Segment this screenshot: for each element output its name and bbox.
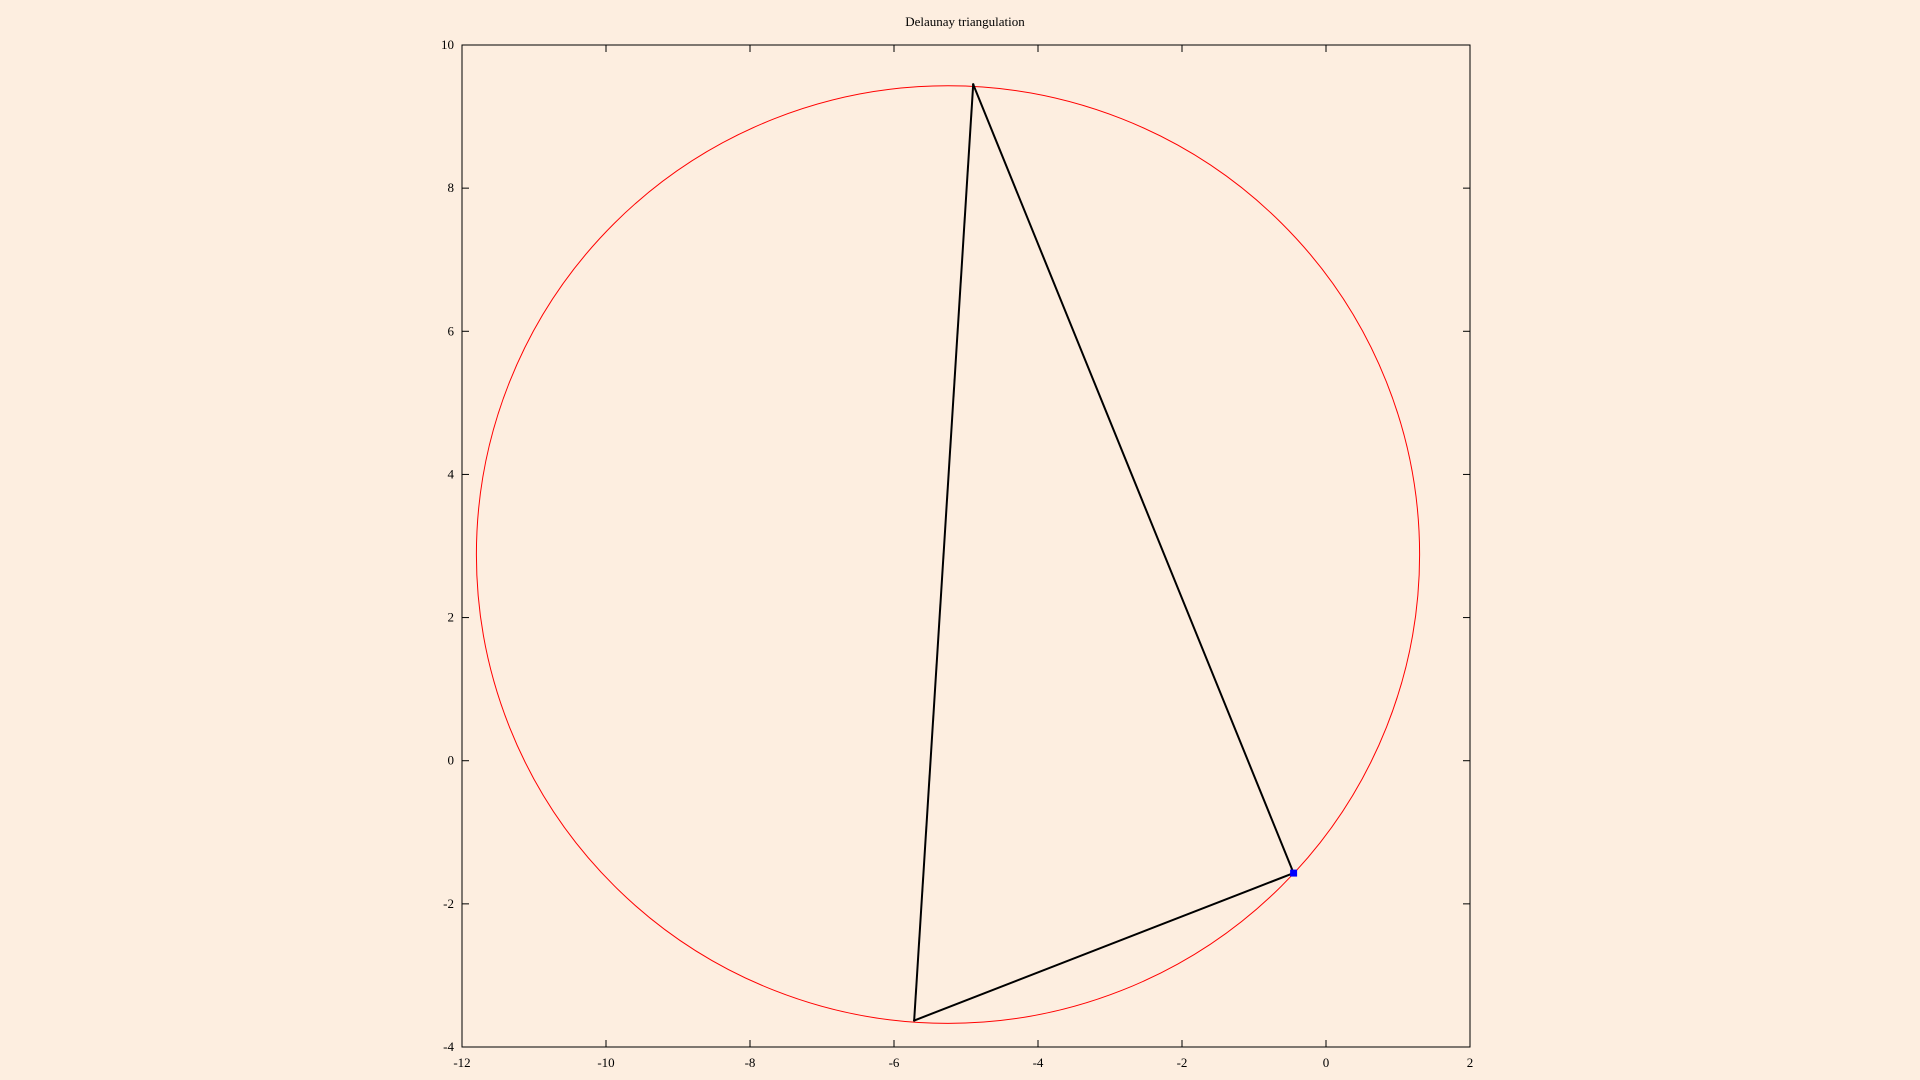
triangle-vertex-3 [912,1019,916,1022]
y-tick-label: 8 [448,180,455,195]
triangle-edge-2 [913,872,1294,1022]
highlight-point [1290,869,1298,877]
y-tick-label: 10 [441,37,454,52]
x-tick-label: -6 [889,1055,900,1070]
y-tick-label: 6 [448,323,455,338]
triangle-vertex-1 [972,83,975,86]
y-tick-label: -2 [443,896,454,911]
x-tick-label: -10 [597,1055,614,1070]
x-tick-label: 2 [1467,1055,1474,1070]
triangle-edge-1 [972,83,1295,874]
triangle-edge-3 [913,84,975,1021]
y-tick-label: 0 [448,753,455,768]
chart-title: Delaunay triangulation [905,14,1025,29]
y-tick-label: 2 [448,610,455,625]
x-tick-label: 0 [1323,1055,1330,1070]
y-tick-label: -4 [443,1039,454,1054]
circumcircle [475,85,1421,1024]
x-tick-label: -12 [453,1055,470,1070]
x-tick-label: -4 [1033,1055,1044,1070]
plot-frame [461,44,1471,1048]
y-tick-label: 4 [448,466,455,481]
x-tick-label: -8 [745,1055,756,1070]
x-tick-label: -2 [1177,1055,1188,1070]
